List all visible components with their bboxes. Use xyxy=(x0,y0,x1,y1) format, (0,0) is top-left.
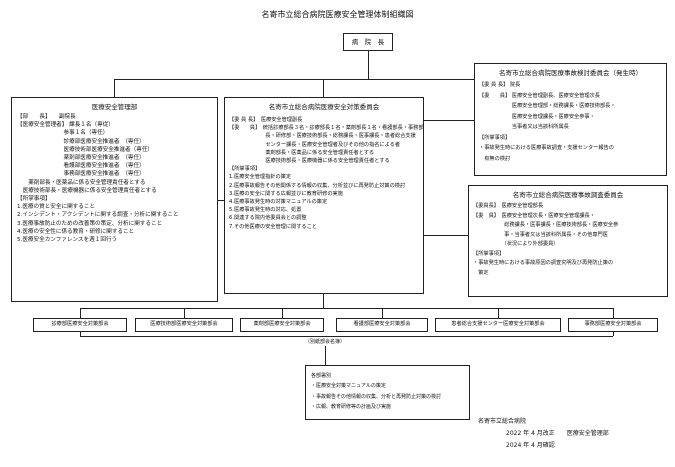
accident-investigation-committee-box: 名寄市立総合病院医療事故調査委員会 【委員長】 医療安全管理部長 【委 員】 医… xyxy=(468,185,668,297)
connector-committee-3 xyxy=(282,308,283,318)
connector-center-right-top xyxy=(424,120,474,121)
connector-center-right-bottom xyxy=(424,235,468,236)
list-item: 【所掌事項】 xyxy=(229,166,261,173)
list-item: 事・当事者又は当該科所属長・その他専門医 xyxy=(473,231,608,238)
list-item: 4.医療の安全性に係る教育・研修に関すること xyxy=(17,228,135,235)
connector-committee-4 xyxy=(382,308,383,318)
list-item: 参事１名（専任） xyxy=(17,130,109,137)
accident-review-committee-box: 名寄市立総合病院医療事故検討委員会（発生時） 【委 員 長】 院長 【委 員】 … xyxy=(474,63,667,176)
list-item: 【委 員】 医療安全管理次長・医療安全管理課長・ xyxy=(473,212,595,219)
safety-management-dept-list: 【部 長】 副院長 【医療安全管理者】 課長１名（専従） 参事１名（専任） 診療… xyxy=(17,113,179,244)
bracket-left xyxy=(80,332,81,336)
list-item: 1.医療安全管理指針の策定 xyxy=(229,174,292,181)
list-item: 策定 xyxy=(473,269,489,276)
list-item: 【委 員 長】 院長 xyxy=(479,82,521,88)
list-item: 【委 員】 統括診療部長３名・診療部長１名・薬剤部長１名・看護部長・事務部 xyxy=(229,125,424,132)
connector-committee-5 xyxy=(498,308,499,318)
committee-patient-support: 患者総合支援センター医療安全対策部会 xyxy=(435,318,561,332)
list-item: 5.医療安全カンファレンスを週１回行う xyxy=(17,237,118,244)
list-item: 総務課長・医事課長・医療技術部長・医療安全参 xyxy=(473,222,619,228)
connector-to-tasks xyxy=(325,346,326,365)
list-item: 薬剤部長・医薬品に係る安全管理責任者とする xyxy=(17,179,146,186)
accident-investigation-committee-list: 【委員長】 医療安全管理部長 【委 員】 医療安全管理次長・医療安全管理課長・ … xyxy=(473,202,618,278)
list-item: 3.医療事故防止のための改善策の策定、分析に関すること xyxy=(17,220,163,227)
list-item: 当事者又は当該科所属長 xyxy=(479,124,569,130)
committee-nursing: 看護部医療安全対策部会 xyxy=(336,318,428,332)
connector-left-center xyxy=(218,200,224,201)
list-item: 2.インシデント・アクシデントに関する調査・分析に関すること xyxy=(17,212,179,219)
list-item: ・事故発生時における医療事故調査・支援センター報告の xyxy=(479,145,614,151)
list-item: 有無の検討 xyxy=(479,155,511,162)
list-item: 3.医療の安全に関する広報並びに教育研修の実施 xyxy=(229,190,343,197)
list-item: 看護部医療安全推進者 （専任） xyxy=(17,163,145,170)
list-item: 【委 員 長】 医療安全管理副長 xyxy=(229,117,303,123)
connector-center-down xyxy=(323,294,324,308)
connector-committee-2 xyxy=(184,308,185,318)
connector-committees-bottom xyxy=(80,336,613,337)
committees-note: （別紙部会名簿） xyxy=(304,339,345,345)
list-item: ・広報、教育研修等の計画及び実施 xyxy=(311,404,392,410)
list-item: 5.医療事故発生時の対応、処置 xyxy=(229,207,302,214)
committee-technical: 医療技術部医療安全対策部会 xyxy=(135,318,233,332)
list-item: （状況により外部委員） xyxy=(473,241,559,247)
safety-committee-list: 【委 員 長】 医療安全管理副長 【委 員】 統括診療部長３名・診療部長１名・薬… xyxy=(229,116,424,231)
committee-medical: 診療部医療安全対策部会 xyxy=(33,318,127,332)
committee-admin: 事務部医療安全対策部会 xyxy=(568,318,658,332)
list-item: 事務部医療安全推進者 （専任） xyxy=(17,171,145,178)
department-tasks-head: 各部署別 xyxy=(311,373,332,379)
footer-revised: 2022 年 4 月改正 医療安全管理部 xyxy=(506,430,609,437)
list-item: 薬剤部長・医薬品に係る安全管理責任者とする xyxy=(229,149,375,156)
list-item: 薬剤部医療安全推進者 （専任） xyxy=(17,155,145,162)
safety-committee-box: 名寄市立総合病院医療安全対策委員会 【委 員 長】 医療安全管理副長 【委 員】… xyxy=(224,97,424,294)
list-item: ・事故発生時における事故原因の調査究明及び再発防止策の xyxy=(473,260,614,266)
list-item: 【所掌事項】 xyxy=(473,250,505,257)
connector-director-down xyxy=(368,51,369,79)
department-tasks-list: 各部署別 ・医療安全対策マニュアルの策定 ・事故報告その他情報の収集、分析と再発… xyxy=(311,371,441,413)
footer-org: 名寄市立総合病院 xyxy=(478,418,527,425)
list-item: 7.その他医療の安全管理に関すること xyxy=(229,223,317,230)
list-item: 【医療安全管理者】 課長１名（専従） xyxy=(17,122,114,129)
page-title: 名寄市立総合病院医療安全管理体制組織図 xyxy=(261,10,414,19)
list-item: 医療安全管理課長・医療安全参事・ xyxy=(479,113,595,120)
accident-review-committee-head: 名寄市立総合病院医療事故検討委員会（発生時） xyxy=(499,69,642,77)
list-item: ・事故報告その他情報の収集、分析と再発防止対策の検討 xyxy=(311,393,442,400)
accident-investigation-committee-head: 名寄市立総合病院医療事故調査委員会 xyxy=(512,191,624,199)
list-item: 医療安全管理部・総務課長・医療技術部長・ xyxy=(479,103,616,109)
list-item: ・医療安全対策マニュアルの策定 xyxy=(311,383,386,389)
list-item: 医療技術部医療安全推進者（専任） xyxy=(17,146,154,153)
footer-confirmed: 2024 年 4 月確認 xyxy=(506,442,555,449)
director-box: 病 院 長 xyxy=(343,33,393,51)
list-item: 【委 員】 医療安全管理副長、医療安全管理次長 xyxy=(479,92,600,99)
safety-management-dept-head: 医療安全管理部 xyxy=(91,103,138,111)
list-item: センター課長・医療安全管理者及びその他の指名による者 xyxy=(229,141,401,148)
bracket-right xyxy=(613,332,614,336)
list-item: 医療技術部長・医療機器に係る安全管理責任者とする xyxy=(229,158,390,165)
list-item: 【委員長】 医療安全管理部長 xyxy=(473,203,544,209)
connector-committees-horizontal xyxy=(80,308,613,309)
safety-committee-head: 名寄市立総合病院医療安全対策委員会 xyxy=(268,103,380,111)
list-item: 【部 長】 副院長 xyxy=(17,114,76,120)
list-item: 1.医療の質と安全に関すること xyxy=(17,204,96,211)
committee-pharmacy: 薬剤部医療安全対策部会 xyxy=(240,318,324,332)
list-item: 4.医療事故発生時の対策マニュアルの策定 xyxy=(229,199,328,206)
accident-review-committee-list: 【委 員 長】 院長 【委 員】 医療安全管理副長、医療安全管理次長 医療安全管… xyxy=(479,80,616,164)
connector-top-horizontal xyxy=(114,79,556,80)
department-tasks-box: 各部署別 ・医療安全対策マニュアルの策定 ・事故報告その他情報の収集、分析と再発… xyxy=(305,365,470,420)
safety-management-dept-box: 医療安全管理部 【部 長】 副院長 【医療安全管理者】 課長１名（専従） 参事１… xyxy=(11,97,218,302)
list-item: 医療技術部長・医療機器に係る安全管理責任者とする xyxy=(17,187,157,194)
connector-committee-6 xyxy=(613,308,614,318)
connector-center-top xyxy=(323,79,324,97)
list-item: 診療部医療安全推進者 （専任） xyxy=(17,138,145,145)
list-item: 【所掌事項】 xyxy=(17,196,51,203)
director-label: 病 院 長 xyxy=(351,38,385,46)
connector-committee-1 xyxy=(80,308,81,318)
list-item: 6.関連する院内他委員会との調整 xyxy=(229,215,307,222)
list-item: 【所掌事項】 xyxy=(479,134,511,141)
connector-left-top xyxy=(114,79,115,97)
list-item: 2.医療事故報告その他関係する情報の収集、分析並びに再発防止対策の検討 xyxy=(229,182,406,189)
list-item: 長・研修部・医療技術部長・総務課長・医事課長・患者総合支援 xyxy=(229,133,416,140)
